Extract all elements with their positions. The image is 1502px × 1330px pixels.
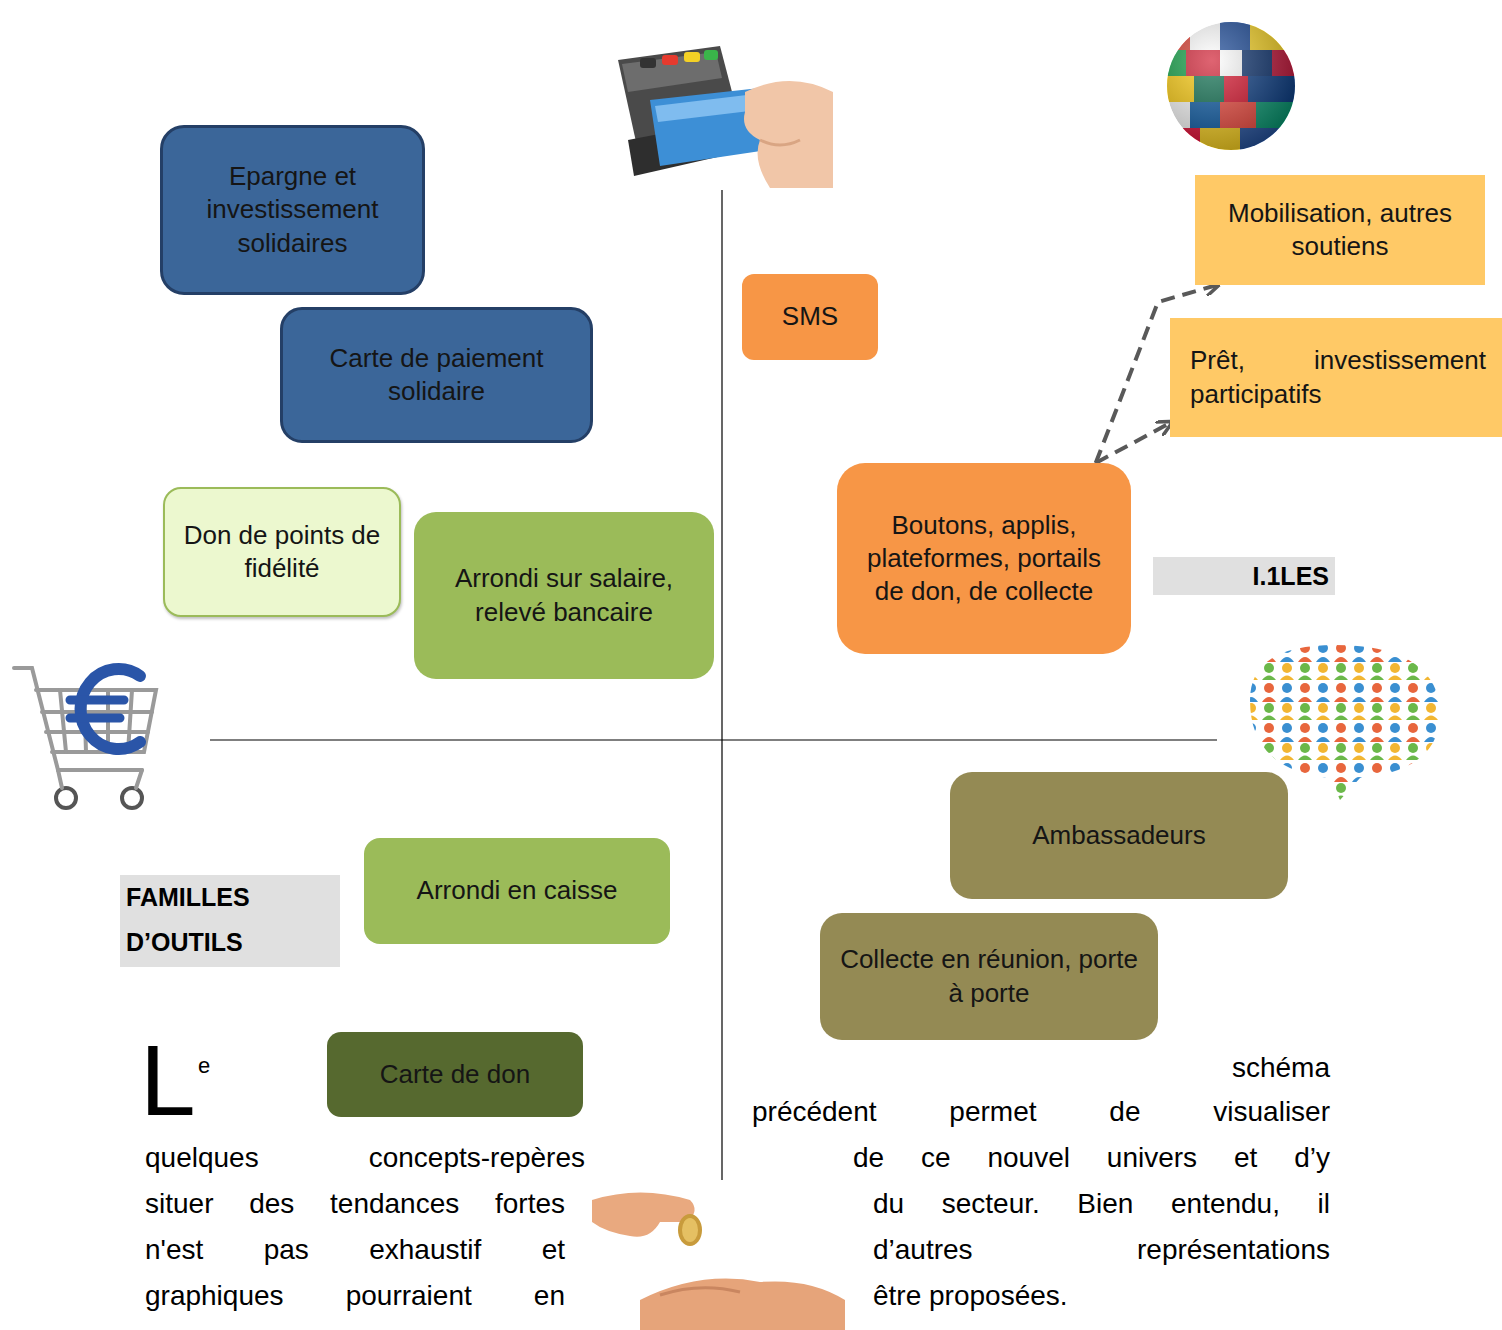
globe-icon xyxy=(1160,20,1302,154)
body-text: d’autres représentations xyxy=(873,1232,1330,1268)
box-text: Epargne et investissement solidaires xyxy=(175,160,410,260)
hands-coin-icon xyxy=(592,1193,845,1330)
channel-box: SMS xyxy=(742,274,878,360)
loyalty-box: Don de points de fidélité xyxy=(163,487,401,617)
channel-box: Boutons, applis, plateformes, portails d… xyxy=(837,463,1131,654)
box-text: SMS xyxy=(782,300,838,333)
body-text: e xyxy=(198,1053,228,1079)
card-box: Carte de don xyxy=(327,1032,583,1117)
box-text: Carte de don xyxy=(380,1058,530,1091)
body-text: schéma xyxy=(1060,1050,1330,1086)
box-text: Mobilisation, autres soutiens xyxy=(1207,197,1473,264)
support-box: Mobilisation, autres soutiens xyxy=(1195,175,1485,285)
body-text: n'est pas exhaustif et xyxy=(145,1232,565,1268)
body-text: quelques concepts-repères xyxy=(145,1140,585,1176)
field-box: Collecte en réunion, porte à porte xyxy=(820,913,1158,1040)
drop-cap: L xyxy=(140,1030,210,1130)
cart-icon xyxy=(14,668,156,808)
section-number: I.1LES xyxy=(1153,557,1335,595)
body-text: situer des tendances fortes xyxy=(145,1186,565,1222)
body-text: précédent permet de visualiser xyxy=(752,1094,1330,1130)
rounding-box: Arrondi en caisse xyxy=(364,838,670,944)
body-text: du secteur. Bien entendu, il xyxy=(873,1186,1330,1222)
box-text: Don de points de fidélité xyxy=(177,519,387,586)
section-title: FAMILLES D’OUTILS xyxy=(120,875,340,967)
axis-line xyxy=(210,739,1220,740)
box-text: Arrondi en caisse xyxy=(417,874,618,907)
dashed-arrow xyxy=(1096,423,1170,463)
support-box: Prêt, investissement participatifs xyxy=(1170,318,1502,437)
strategy-box: Epargne et investissement solidaires xyxy=(160,125,425,295)
body-text: graphiques pourraient en xyxy=(145,1278,565,1314)
box-text: Prêt, investissement participatifs xyxy=(1190,344,1486,411)
box-text: Carte de paiement solidaire xyxy=(295,342,578,409)
card-terminal-icon xyxy=(615,45,833,188)
body-text: de ce nouvel univers et d’y xyxy=(853,1140,1330,1176)
box-text: Arrondi sur salaire, relevé bancaire xyxy=(426,562,702,629)
box-text: Ambassadeurs xyxy=(1032,819,1205,852)
strategy-box: Carte de paiement solidaire xyxy=(280,307,593,443)
axis-line xyxy=(721,190,722,1180)
body-text: être proposées. xyxy=(873,1278,1330,1314)
box-text: Collecte en réunion, porte à porte xyxy=(832,943,1146,1010)
box-text: Boutons, applis, plateformes, portails d… xyxy=(849,509,1119,609)
field-box: Ambassadeurs xyxy=(950,772,1288,899)
rounding-box: Arrondi sur salaire, relevé bancaire xyxy=(414,512,714,679)
